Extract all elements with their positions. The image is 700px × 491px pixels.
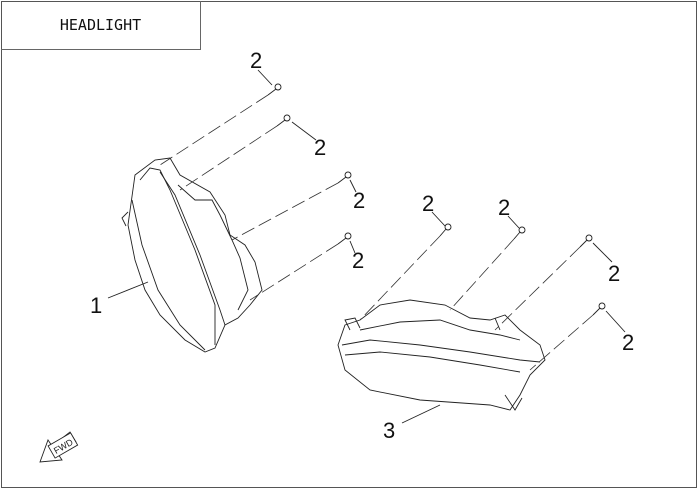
headlight-right <box>337 299 546 411</box>
callout-2: 2 <box>622 330 634 355</box>
screw-icon <box>276 114 291 127</box>
leader-lines <box>107 69 626 424</box>
screw-icon <box>513 226 526 240</box>
assembly-lines <box>159 94 594 371</box>
callout-2: 2 <box>498 195 510 220</box>
screw-icon <box>579 234 593 248</box>
screw-icon <box>439 223 452 237</box>
fwd-arrow-icon: FWD <box>39 431 79 463</box>
callout-2: 2 <box>422 191 434 216</box>
screws <box>267 83 606 316</box>
callout-2: 2 <box>352 248 364 273</box>
screw-icon <box>592 302 606 316</box>
callout-2: 2 <box>608 261 620 286</box>
callout-2: 2 <box>250 48 262 73</box>
callout-2: 2 <box>353 188 365 213</box>
headlight-left <box>121 157 263 353</box>
diagram-title: HEADLIGHT <box>1 1 201 50</box>
callout-2: 2 <box>314 135 326 160</box>
screw-icon <box>337 232 352 245</box>
callout-1: 1 <box>90 293 102 318</box>
screw-icon <box>337 171 352 184</box>
screw-icon <box>267 83 282 96</box>
callout-3: 3 <box>383 418 395 443</box>
